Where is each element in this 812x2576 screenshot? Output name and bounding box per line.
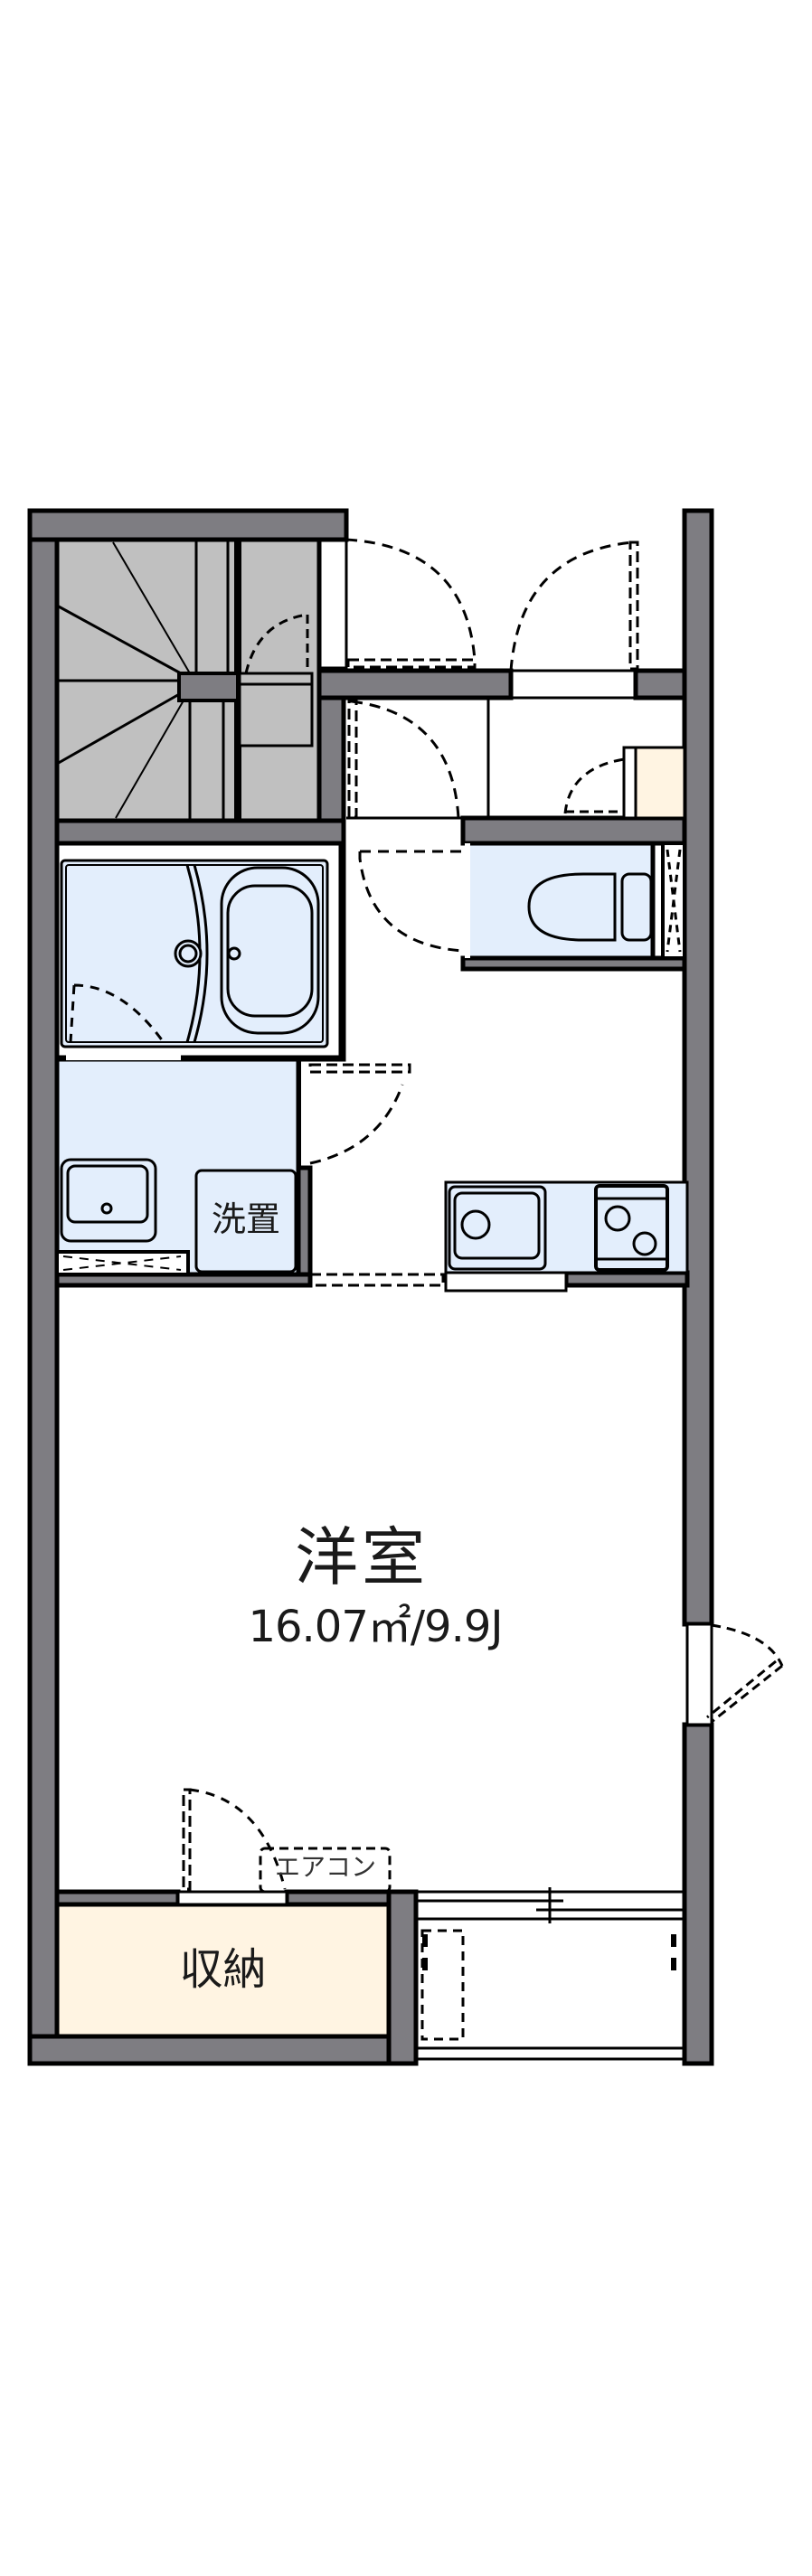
aircon-label: エアコン <box>274 1852 376 1882</box>
side-window <box>685 1622 784 1726</box>
balcony <box>416 1887 685 2061</box>
washroom <box>54 1055 445 1287</box>
storage <box>54 1788 392 2039</box>
hall <box>346 698 686 820</box>
room-area: 16.07㎡/9.9J <box>248 1602 503 1652</box>
main-room <box>55 1285 686 1892</box>
bathroom <box>54 841 344 1060</box>
entrance-doors <box>345 538 639 700</box>
room-name-western: 洋室 <box>295 1520 429 1594</box>
staircase <box>54 537 322 823</box>
toilet-room <box>358 841 686 961</box>
kitchen <box>444 1180 689 1293</box>
washer-space-label: 洗置 <box>211 1199 280 1239</box>
storage-label: 収納 <box>179 1944 267 1995</box>
